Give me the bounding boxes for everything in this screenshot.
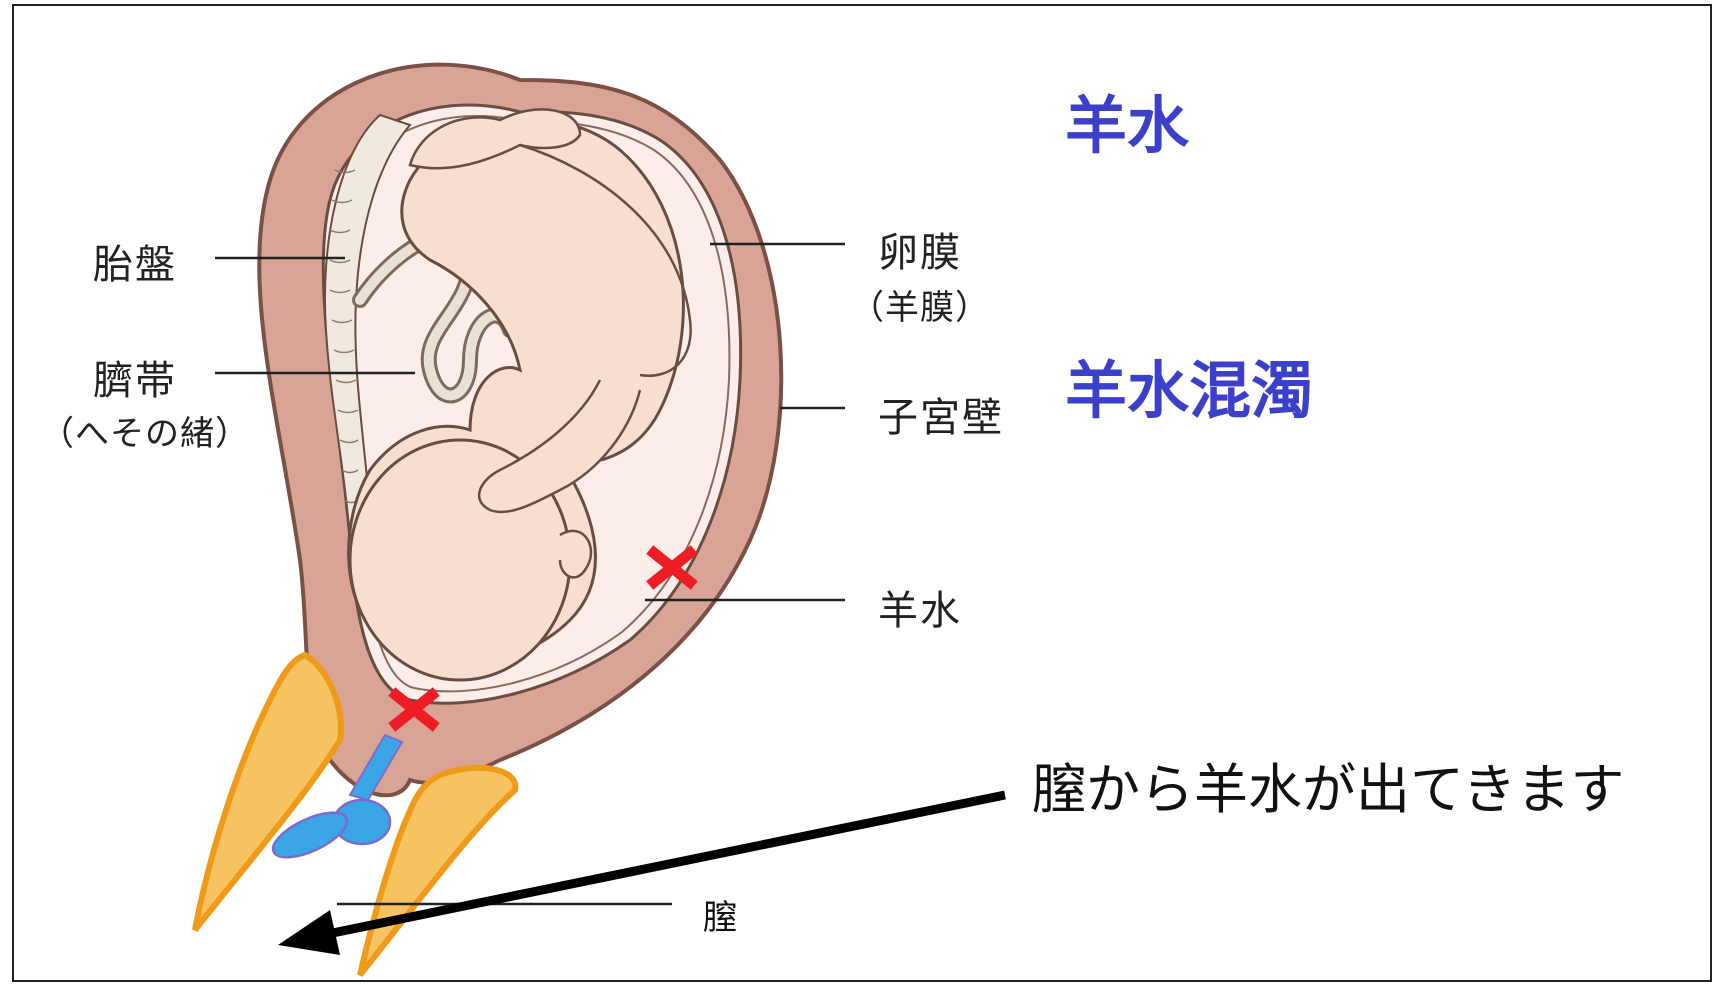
heading-amniotic-fluid: 羊水 (1065, 75, 1189, 165)
label-umbilical-cord-sub: （へその緒） (40, 406, 250, 455)
label-umbilical-cord: 臍帯 (93, 348, 177, 406)
vaginal-wall-left (195, 655, 341, 930)
label-membrane-sub: （羊膜） (850, 280, 990, 329)
vaginal-wall-right (360, 768, 515, 975)
label-amniotic-fluid: 羊水 (878, 578, 962, 636)
label-uterine-wall: 子宮壁 (878, 385, 1004, 443)
label-membrane: 卵膜 (878, 220, 962, 278)
note-fluid-leaks: 膣から羊水が出てきます (1032, 745, 1624, 824)
label-vagina: 膣 (703, 890, 737, 939)
heading-meconium-stained: 羊水混濁 (1065, 340, 1313, 430)
label-placenta: 胎盤 (93, 232, 177, 290)
